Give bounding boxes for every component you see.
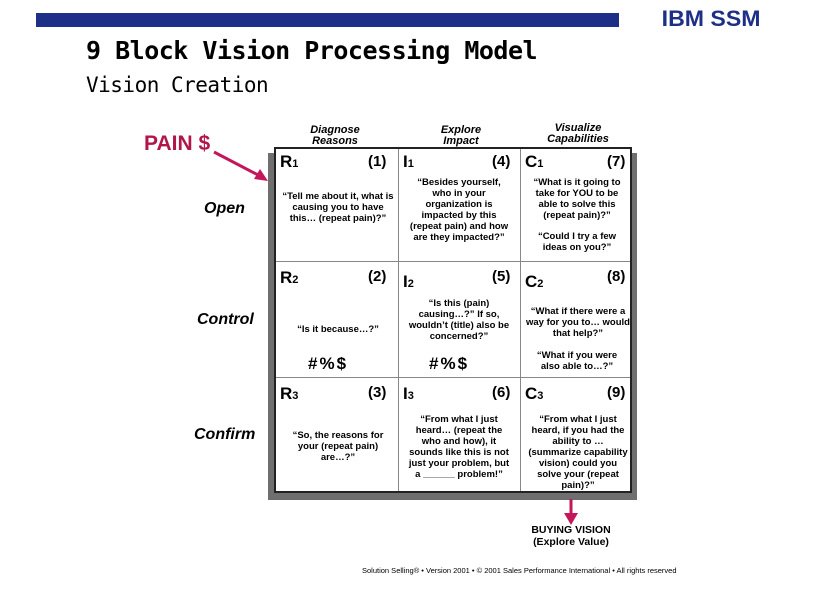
page-title: 9 Block Vision Processing Model	[86, 36, 538, 65]
block-r2: R2 (2) “Is it because…?” #%$	[276, 262, 398, 377]
block-question: “Is this (pain) causing…?” If so, wouldn…	[408, 298, 510, 342]
block-code: I3	[403, 384, 414, 403]
block-c1: C1 (7) “What is it going to take for YOU…	[521, 149, 632, 261]
block-i2: I2 (5) “Is this (pain) causing…?” If so,…	[399, 262, 520, 377]
block-number: (5)	[492, 268, 511, 285]
grid-divider	[520, 149, 521, 491]
block-number: (6)	[492, 384, 511, 401]
nine-block-grid: R1 (1) “Tell me about it, what is causin…	[274, 147, 632, 493]
block-i1: I1 (4) “Besides yourself, who in your or…	[399, 149, 520, 261]
block-question: “Is it because…?”	[297, 324, 379, 335]
block-code: I2	[403, 272, 414, 291]
block-code: R3	[280, 384, 299, 403]
pain-arrow-icon	[213, 150, 268, 181]
block-code: R2	[280, 268, 299, 287]
header-bar	[36, 13, 803, 27]
block-question: “What if you were also able to…?”	[536, 350, 618, 372]
block-code: C2	[525, 272, 544, 291]
block-c3: C3 (9) “From what I just heard, if you h…	[521, 378, 632, 491]
page-subtitle: Vision Creation	[86, 73, 269, 97]
money-symbol: #%$	[308, 354, 349, 373]
block-code: C3	[525, 384, 544, 403]
row-label-control: Control	[197, 311, 254, 328]
block-code: C1	[525, 152, 544, 171]
ibm-ssm-logo: IBM SSM	[619, 8, 803, 30]
block-r1: R1 (1) “Tell me about it, what is causin…	[276, 149, 398, 261]
block-question: “So, the reasons for your (repeat pain) …	[292, 430, 384, 463]
row-label-open: Open	[204, 200, 245, 217]
block-code: I1	[403, 152, 414, 171]
block-question: “Tell me about it, what is causing you t…	[282, 191, 394, 224]
block-number: (7)	[607, 153, 626, 170]
grid-divider	[276, 377, 630, 378]
grid-divider	[398, 149, 399, 491]
block-r3: R3 (3) “So, the reasons for your (repeat…	[276, 378, 398, 491]
row-label-confirm: Confirm	[194, 426, 256, 443]
block-number: (9)	[607, 384, 626, 401]
block-number: (4)	[492, 153, 511, 170]
block-question: “From what I just heard… (repeat the who…	[408, 414, 510, 480]
block-number: (3)	[368, 384, 387, 401]
block-question: “From what I just heard, if you had the …	[528, 414, 628, 491]
block-i3: I3 (6) “From what I just heard… (repeat …	[399, 378, 520, 491]
grid-divider	[276, 261, 630, 262]
block-number: (1)	[368, 153, 387, 170]
money-symbol: #%$	[429, 354, 470, 373]
block-question: “What is it going to take for YOU to be …	[533, 177, 621, 221]
block-question: “Could I try a few ideas on you?”	[537, 231, 617, 253]
block-number: (2)	[368, 268, 387, 285]
block-c2: C2 (8) “What if there were a way for you…	[521, 262, 632, 377]
pain-label: PAIN $	[144, 132, 211, 155]
buying-vision-label: BUYING VISION (Explore Value)	[531, 524, 611, 548]
block-code: R1	[280, 152, 299, 171]
buying-vision-arrow-icon	[564, 499, 578, 525]
block-question: “What if there were a way for you to… wo…	[526, 306, 630, 339]
copyright-footer: Solution Selling® • Version 2001 • © 200…	[362, 566, 677, 575]
block-number: (8)	[607, 268, 626, 285]
block-question: “Besides yourself, who in your organizat…	[409, 177, 509, 243]
